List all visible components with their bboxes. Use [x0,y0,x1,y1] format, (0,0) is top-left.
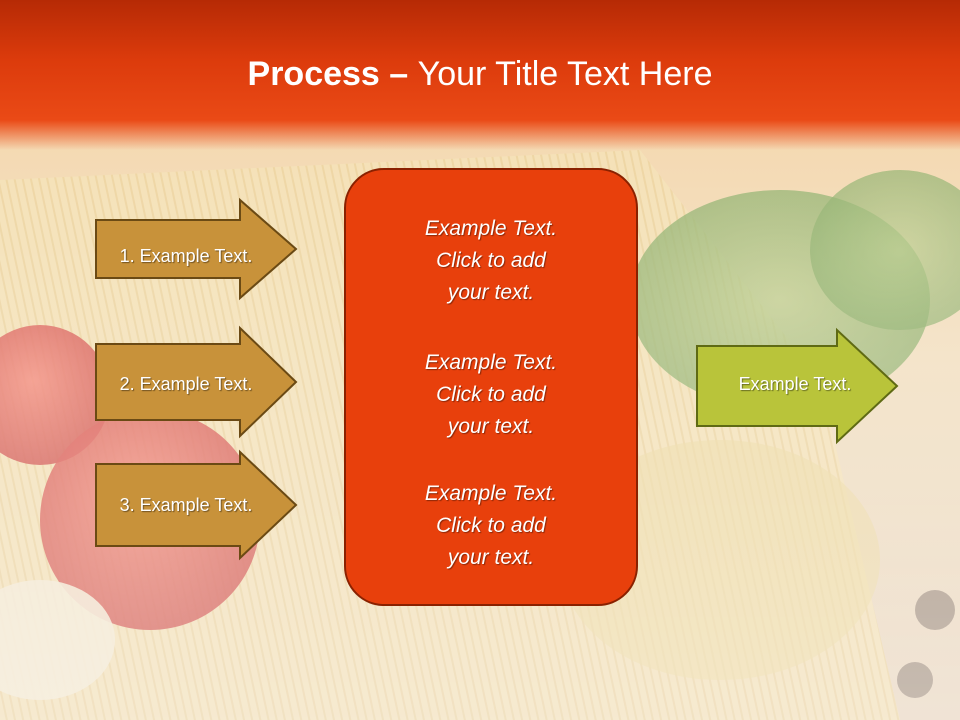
center-block-3-line-2: Click to add [436,514,546,537]
right-arrow-label: Example Text. [738,374,852,394]
center-block-3-line-3: your text. [447,546,535,569]
center-block-1-line-2: Click to add [436,249,546,272]
center-block-2-line-1: Example Text. [424,351,558,374]
center-block-2-line-2: Click to add [436,383,546,406]
center-block-3: Example Text. Click to add your text. [344,478,638,574]
left-arrow-1[interactable] [94,197,298,301]
left-arrow-2-label: 2. Example Text. [119,374,253,394]
center-block-1-line-1: Example Text. [424,217,558,240]
slide-title[interactable]: Process – Your Title Text Here [0,52,960,96]
title-separator: – [379,55,418,93]
center-text-box[interactable] [344,168,638,606]
title-text: Your Title Text Here [417,55,713,93]
center-block-1: Example Text. Click to add your text. [344,213,638,309]
title-bar [0,0,960,150]
left-arrow-1-label: 1. Example Text. [119,246,253,266]
left-arrow-3[interactable] [94,449,298,561]
center-block-1-line-3: your text. [447,281,535,304]
center-block-3-line-1: Example Text. [424,482,558,505]
right-arrow[interactable] [695,327,899,445]
left-arrow-2[interactable] [94,325,298,439]
center-block-2-line-3: your text. [447,415,535,438]
left-arrow-3-label: 3. Example Text. [119,495,253,515]
center-block-2: Example Text. Click to add your text. [344,347,638,443]
title-bold: Process [247,55,380,93]
